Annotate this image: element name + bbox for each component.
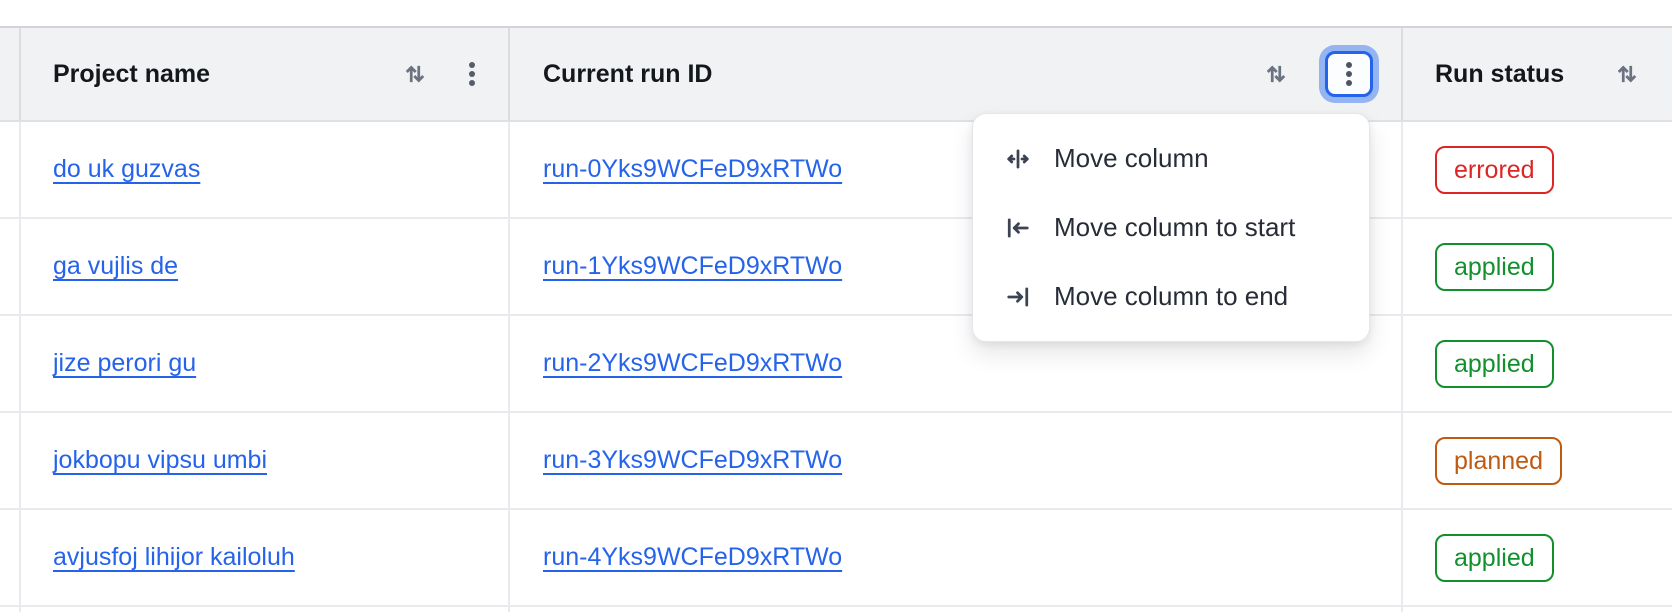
table-header-row: Project name Current run ID	[0, 26, 1672, 122]
project-link[interactable]: do uk guzvas	[53, 155, 201, 183]
column-menu-button-current-run-id[interactable]	[1325, 51, 1373, 97]
run-id-link[interactable]: run-0Yks9WCFeD9xRTWo	[543, 155, 843, 183]
run-id-link[interactable]: run-2Yks9WCFeD9xRTWo	[543, 349, 843, 377]
run-id-link[interactable]: run-4Yks9WCFeD9xRTWo	[543, 543, 843, 571]
menu-item-label: Move column to end	[1054, 281, 1289, 311]
move-column-icon	[1003, 144, 1033, 174]
column-options-menu: Move column Move column to start Move co…	[972, 113, 1370, 342]
move-column-to-end-icon	[1003, 282, 1033, 312]
table-row: jokbopu vipsu umbi run-3Yks9WCFeD9xRTWo …	[0, 413, 1672, 510]
menu-item-move-column[interactable]: Move column	[973, 124, 1369, 193]
menu-item-move-column-to-start[interactable]: Move column to start	[973, 193, 1369, 262]
menu-item-move-column-to-end[interactable]: Move column to end	[973, 262, 1369, 331]
menu-item-label: Move column	[1054, 143, 1209, 173]
row-gutter-cell	[0, 316, 21, 411]
status-badge: planned	[1435, 436, 1562, 485]
run-id-link[interactable]: run-3Yks9WCFeD9xRTWo	[543, 446, 843, 474]
project-link[interactable]: jokbopu vipsu umbi	[53, 446, 268, 474]
sort-arrows-icon	[1266, 65, 1286, 83]
column-label-project-name: Project name	[53, 59, 211, 88]
sort-button-project-name[interactable]	[400, 59, 430, 89]
sort-arrows-icon	[405, 65, 425, 83]
project-link[interactable]: jize perori gu	[53, 349, 197, 377]
table-row-partial	[0, 607, 1672, 612]
project-link[interactable]: ga vujlis de	[53, 252, 179, 280]
table-row: do uk guzvas run-0Yks9WCFeD9xRTWo errore…	[0, 122, 1672, 219]
row-gutter-cell	[0, 219, 21, 314]
header-gutter-cell	[0, 28, 21, 120]
row-gutter-cell	[0, 510, 21, 605]
row-gutter-cell	[0, 607, 21, 612]
row-gutter-cell	[0, 122, 21, 217]
table-row: ga vujlis de run-1Yks9WCFeD9xRTWo applie…	[0, 219, 1672, 316]
projects-table: Project name Current run ID	[0, 26, 1672, 612]
table-row: avjusfoj lihijor kailoluh run-4Yks9WCFeD…	[0, 510, 1672, 607]
move-column-to-start-icon	[1003, 213, 1033, 243]
status-badge: applied	[1435, 339, 1554, 388]
header-current-run-id: Current run ID	[510, 28, 1403, 120]
sort-arrows-icon	[1617, 65, 1637, 83]
project-link[interactable]: avjusfoj lihijor kailoluh	[53, 543, 295, 571]
header-run-status: Run status	[1403, 28, 1672, 120]
row-gutter-cell	[0, 413, 21, 508]
sort-button-current-run-id[interactable]	[1261, 59, 1291, 89]
sort-button-run-status[interactable]	[1612, 59, 1642, 89]
status-badge: applied	[1435, 533, 1554, 582]
run-id-link[interactable]: run-1Yks9WCFeD9xRTWo	[543, 252, 843, 280]
column-label-current-run-id: Current run ID	[543, 59, 713, 88]
column-menu-button-project-name[interactable]	[464, 58, 480, 90]
kebab-vertical-icon	[469, 62, 475, 86]
header-project-name: Project name	[21, 28, 510, 120]
status-badge: applied	[1435, 242, 1554, 291]
menu-item-label: Move column to start	[1054, 212, 1296, 242]
column-label-run-status: Run status	[1435, 59, 1565, 88]
kebab-vertical-icon	[1346, 62, 1352, 86]
table-row: jize perori gu run-2Yks9WCFeD9xRTWo appl…	[0, 316, 1672, 413]
status-badge: errored	[1435, 145, 1554, 194]
